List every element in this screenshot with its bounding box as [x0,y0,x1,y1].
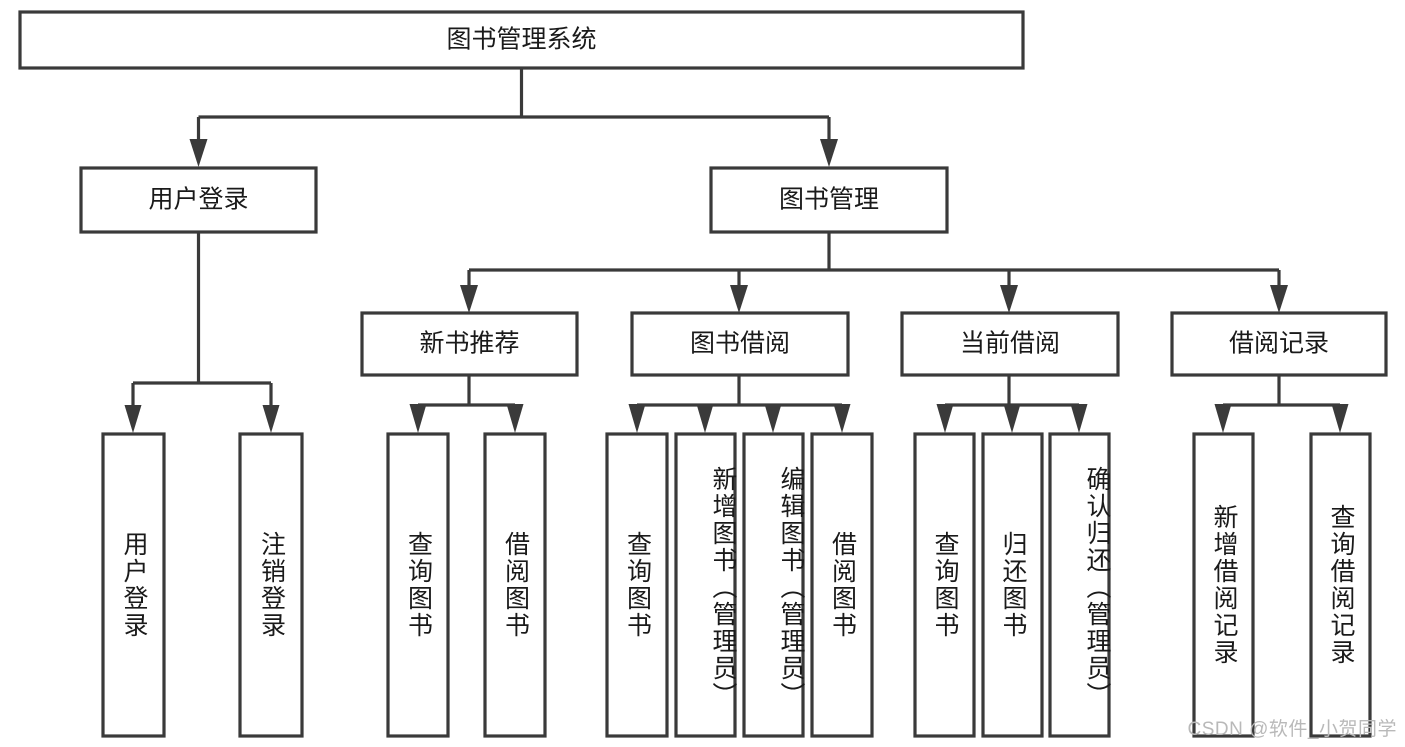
arrowhead-currentborrow-leaf-1 [936,404,954,433]
leaf-group-new-book-recommend [386,432,547,738]
node-new-book-recommend[interactable]: 新书推荐 [360,311,579,377]
arrowhead-newbook-leaf-1 [409,404,427,433]
node-book-manage-label: 图书管理 [779,186,879,214]
arrowhead-borrowrecord-leaf-1 [1214,404,1232,433]
connector-group-newbook-to-leaves [409,375,524,433]
arrowhead-bookborrow-leaf-4 [833,404,851,433]
node-root-box[interactable] [18,10,1025,70]
node-book-manage-box[interactable] [709,166,949,234]
leaf-group-current-borrow [913,432,1111,738]
node-borrow-record-label: 借阅记录 [1229,330,1329,358]
leaf-box-add-borrow-record[interactable] [1192,432,1255,738]
node-book-manage[interactable]: 图书管理 [709,166,949,234]
connector-group-borrowrecord-to-leaves [1214,375,1349,433]
connector-group-root-to-level2 [189,68,838,167]
arrowhead-current-borrow [1000,285,1018,313]
arrowhead-user-login-leaf [124,405,142,433]
arrowhead-book-manage [820,139,838,167]
arrowhead-book-borrow [730,285,748,313]
connector-group-currentborrow-to-leaves [936,375,1088,433]
arrowhead-borrow-record [1270,285,1288,313]
node-user-login-box[interactable] [79,166,318,234]
node-user-login-label: 用户登录 [148,186,248,214]
leaf-box-query-borrow-record[interactable] [1309,432,1372,738]
watermark-text: CSDN @软件_小贺同学 [1187,719,1397,740]
node-book-borrow-label: 图书借阅 [690,330,790,358]
leaf-box-query-book-borrow[interactable] [605,432,669,738]
leaf-group-book-borrow [605,432,874,738]
node-book-borrow-box[interactable] [630,311,850,377]
leaf-box-query-book-recommend[interactable] [386,432,450,738]
leaf-box-logout[interactable] [238,432,304,738]
arrowhead-bookborrow-leaf-2 [696,404,714,433]
leaf-box-edit-book-admin[interactable] [742,432,805,738]
node-root-label: 图书管理系统 [446,26,596,54]
leaf-box-query-book-current[interactable] [913,432,976,738]
node-borrow-record[interactable]: 借阅记录 [1170,311,1388,377]
leaf-box-borrow-book-recommend[interactable] [483,432,547,738]
leaf-box-user-login[interactable] [101,432,166,738]
node-user-login[interactable]: 用户登录 [79,166,318,234]
arrowhead-user-login [189,139,208,167]
node-new-book-recommend-label: 新书推荐 [419,330,519,358]
arrowhead-borrowrecord-leaf-2 [1331,404,1349,433]
node-borrow-record-box[interactable] [1170,311,1388,377]
leaf-box-add-book-admin[interactable] [674,432,737,738]
node-current-borrow[interactable]: 当前借阅 [900,311,1120,377]
node-current-borrow-box[interactable] [900,311,1120,377]
node-book-borrow[interactable]: 图书借阅 [630,311,850,377]
leaf-box-return-book[interactable] [981,432,1044,738]
arrowhead-bookborrow-leaf-1 [628,404,646,433]
leaf-group-user-login [101,432,304,738]
connector-group-bookborrow-to-leaves [628,375,851,433]
connector-group-userlogin-to-leaves [124,232,280,433]
leaf-box-confirm-return-admin[interactable] [1048,432,1111,738]
arrowhead-currentborrow-leaf-3 [1070,404,1088,433]
node-root[interactable]: 图书管理系统 [18,10,1025,70]
arrowhead-logout-leaf [262,405,280,433]
arrowhead-newbook-leaf-2 [506,404,524,433]
node-new-book-recommend-box[interactable] [360,311,579,377]
leaf-group-borrow-record [1192,432,1372,738]
arrowhead-currentborrow-leaf-2 [1003,404,1021,433]
node-current-borrow-label: 当前借阅 [960,330,1060,358]
arrowhead-new-book-recommend [460,285,478,313]
arrowhead-bookborrow-leaf-3 [764,404,782,433]
connector-group-bookmanage-to-level3 [460,232,1288,313]
leaf-box-borrow-book[interactable] [810,432,874,738]
